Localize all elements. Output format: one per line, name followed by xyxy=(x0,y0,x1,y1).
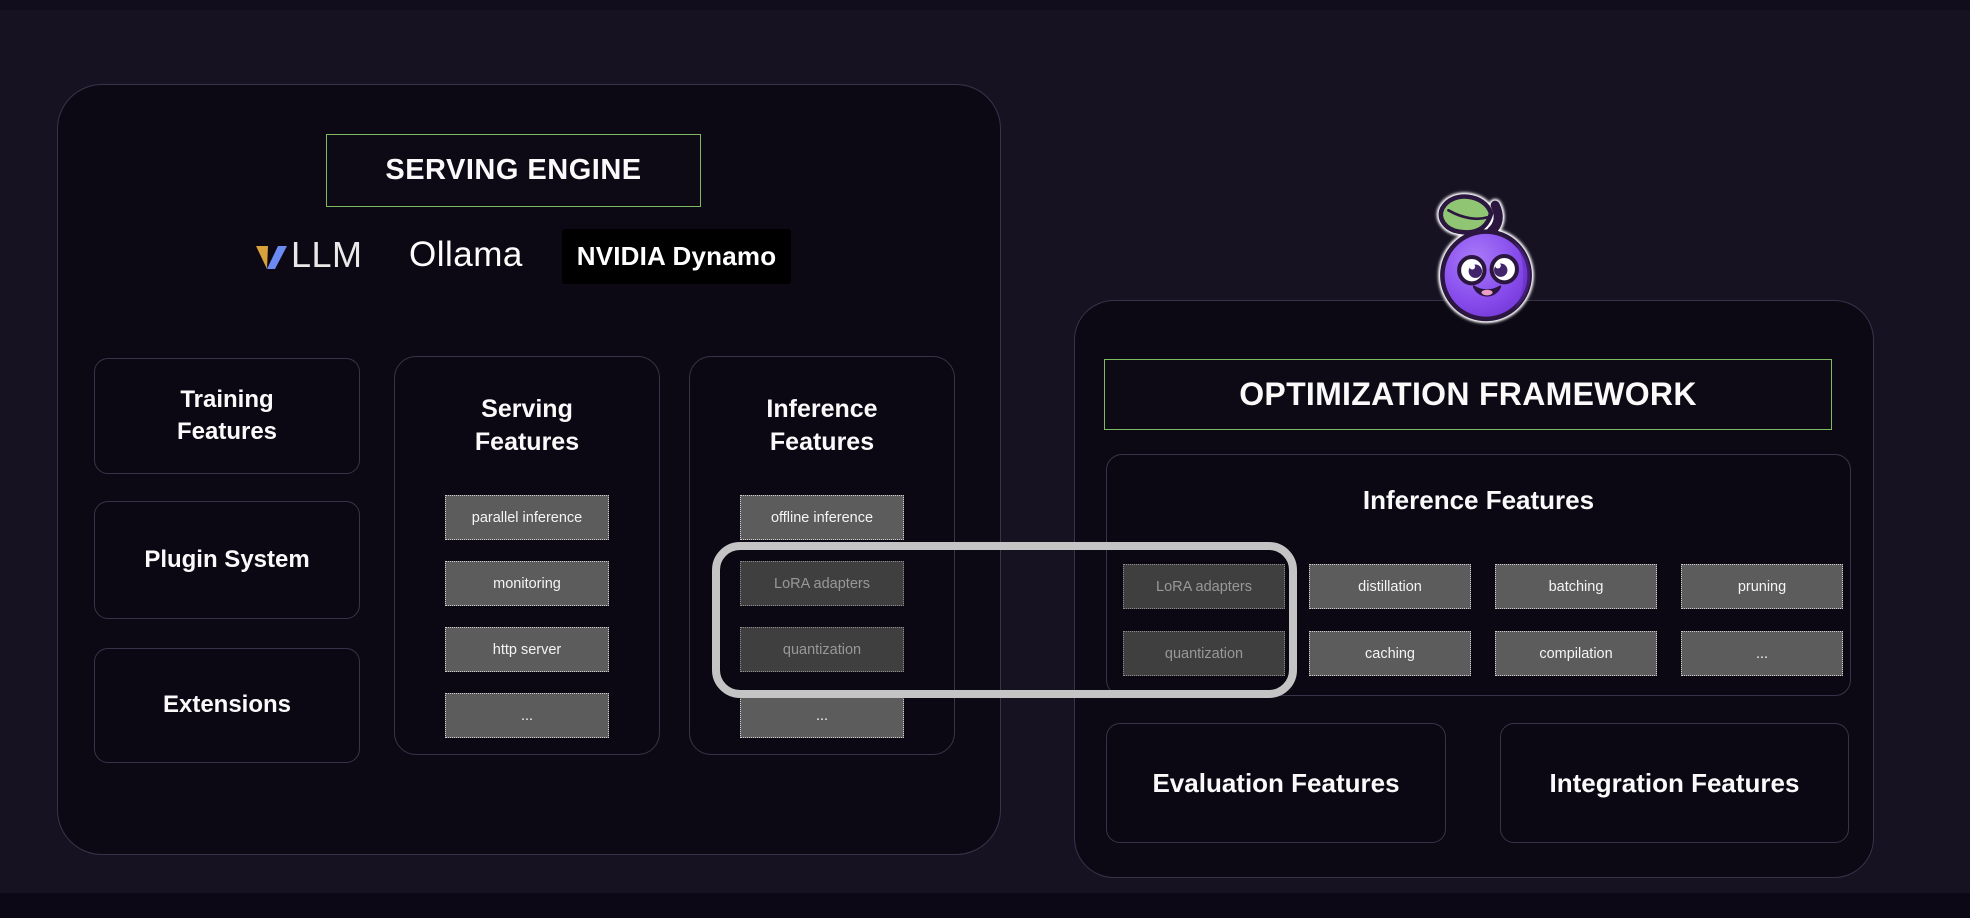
serving-engine-panel: SERVING ENGINE LLM Ollama NVIDIA Dynamo … xyxy=(57,84,1001,855)
serving-features-heading: Serving Features xyxy=(474,395,580,456)
chip-quantization: quantization xyxy=(740,627,904,672)
chip-http-server: http server xyxy=(445,627,609,672)
chip-pruning: pruning xyxy=(1681,564,1843,609)
chip-quantization: quantization xyxy=(1123,631,1285,676)
integration-features-box: Integration Features xyxy=(1500,723,1849,843)
vllm-logo: LLM xyxy=(253,233,363,277)
optimization-framework-title: OPTIMIZATION FRAMEWORK xyxy=(1104,359,1832,430)
optimization-framework-panel: OPTIMIZATION FRAMEWORK Inference Feature… xyxy=(1074,300,1874,878)
inference-features-chip-list: offline inference LoRA adapters quantiza… xyxy=(740,495,904,738)
chip-batching: batching xyxy=(1495,564,1657,609)
inference-features-heading: Inference Features xyxy=(766,395,878,456)
chip-ellipsis: ... xyxy=(1681,631,1843,676)
nvidia-dynamo-logo: NVIDIA Dynamo xyxy=(562,229,791,284)
extensions-box: Extensions xyxy=(94,648,360,763)
serving-features-chip-list: parallel inference monitoring http serve… xyxy=(445,495,609,738)
top-letterbox-band xyxy=(0,0,1970,10)
evaluation-features-box: Evaluation Features xyxy=(1106,723,1446,843)
chip-caching: caching xyxy=(1309,631,1471,676)
plugin-system-box: Plugin System xyxy=(94,501,360,619)
chip-monitoring: monitoring xyxy=(445,561,609,606)
vllm-wordmark: LLM xyxy=(291,234,363,275)
optim-inference-heading: Inference Features xyxy=(1362,485,1595,515)
bottom-letterbox-band xyxy=(0,893,1970,918)
vllm-check-icon xyxy=(256,246,287,269)
plum-mascot-icon xyxy=(1438,194,1532,322)
chip-distillation: distillation xyxy=(1309,564,1471,609)
chip-compilation: compilation xyxy=(1495,631,1657,676)
ollama-logo: Ollama xyxy=(409,235,523,274)
chip-lora-adapters: LoRA adapters xyxy=(740,561,904,606)
training-features-box: Training Features xyxy=(94,358,360,474)
optim-inference-chip-grid: LoRA adapters distillation batching prun… xyxy=(1123,564,1843,676)
serving-features-column: Serving Features parallel inference moni… xyxy=(394,356,660,755)
chip-offline-inference: offline inference xyxy=(740,495,904,540)
chip-lora-adapters: LoRA adapters xyxy=(1123,564,1285,609)
chip-ellipsis: ... xyxy=(740,693,904,738)
chip-ellipsis: ... xyxy=(445,693,609,738)
optim-inference-features-box: Inference Features LoRA adapters distill… xyxy=(1106,454,1851,696)
serving-engine-title: SERVING ENGINE xyxy=(326,134,701,207)
chip-parallel-inference: parallel inference xyxy=(445,495,609,540)
inference-features-column: Inference Features offline inference LoR… xyxy=(689,356,955,755)
